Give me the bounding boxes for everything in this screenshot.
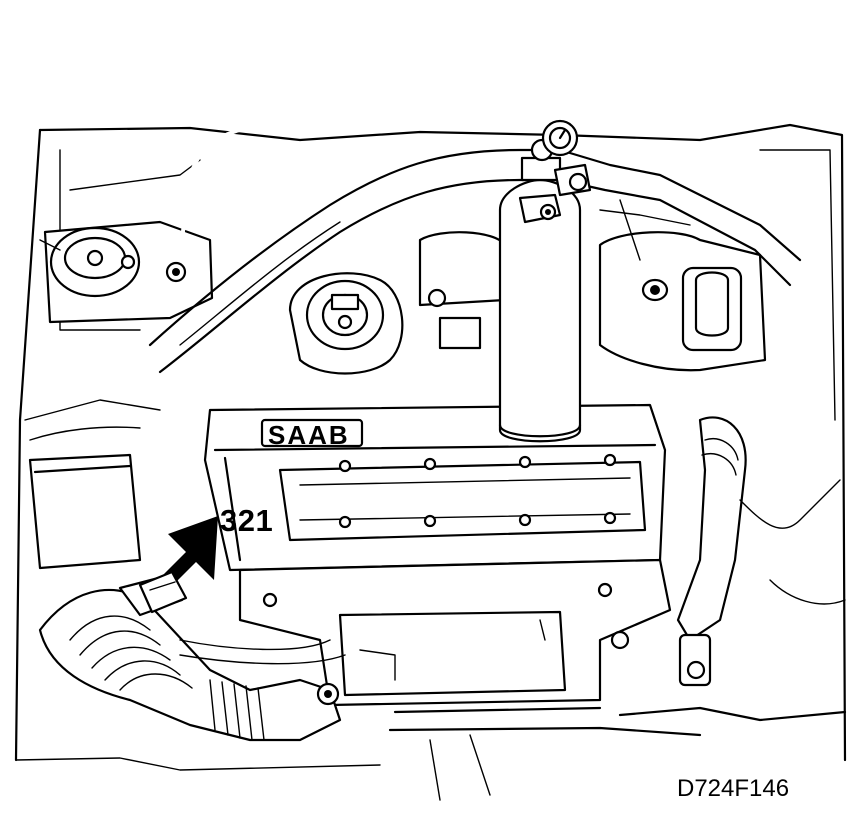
brand-logo-text: SAAB (268, 420, 350, 450)
lower-right-hose (388, 416, 847, 737)
brake-booster (598, 199, 767, 372)
engine-block (238, 558, 672, 707)
coolant-reservoir (39, 220, 214, 324)
callout-label: 321 (220, 503, 274, 538)
valve-cover (203, 403, 667, 572)
pressure-tester-tank (498, 119, 592, 443)
upper-hose (148, 148, 802, 374)
bottom-wiring (15, 479, 846, 801)
fuse-box (24, 399, 161, 570)
connector (138, 570, 188, 614)
figure-id: D724F146 (677, 775, 790, 802)
tester-hose (165, 25, 550, 283)
throttle-body (288, 231, 507, 375)
